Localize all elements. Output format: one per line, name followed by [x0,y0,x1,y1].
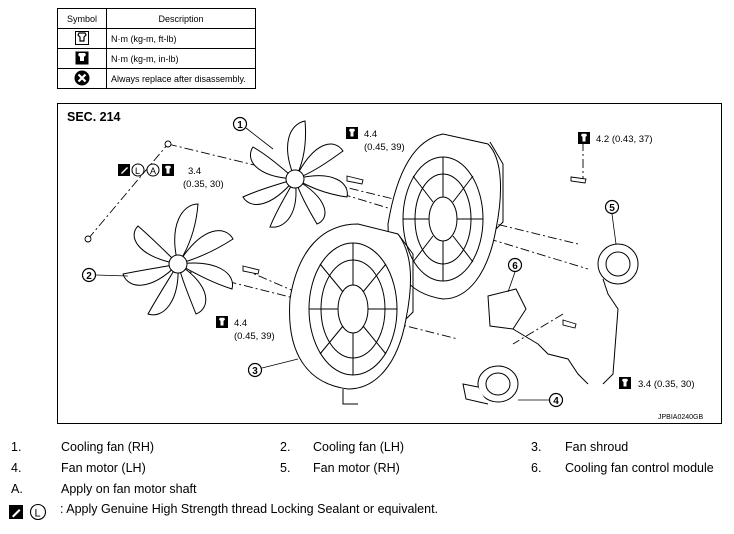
legend-num-a: A. [11,482,23,496]
image-code: JPBIA0240GB [658,414,703,421]
legend-label-3: Fan shroud [565,440,629,454]
legend-num-5: 5. [280,461,291,475]
symbol-table: Symbol Description N·m (kg-m, ft-lb) N·m… [57,8,256,89]
exploded-diagram: SEC. 214 [57,103,722,424]
callout-5: 5 [609,203,615,214]
legend-label-2: Cooling fan (LH) [313,440,405,454]
sealant-icons: L A [118,163,174,177]
sealant-note: : Apply Genuine High Strength thread Loc… [60,502,439,516]
callout-6: 6 [512,261,518,272]
legend-num-6: 6. [531,461,542,475]
mark-l: L [135,166,140,176]
sealant-note-icons: L [8,503,52,526]
torque-wrench-small-icon [57,48,107,69]
symbol-desc-1: N·m (kg-m, ft-lb) [106,28,256,49]
legend-label-a: Apply on fan motor shaft [61,482,197,496]
legend-num-4: 4. [11,461,22,475]
callout-4: 4 [553,396,559,407]
replace-x-icon [57,68,107,89]
symbol-desc-3: Always replace after disassembly. [106,68,256,89]
fan-shroud-lh [289,223,414,405]
legend-label-5: Fan motor (RH) [313,461,400,475]
cooling-fan-rh [242,120,348,228]
callout-3: 3 [252,366,258,377]
torque-units-2: (0.35, 30) [183,179,224,190]
torque-label-4: 4.4 [234,318,247,329]
torque-wrench-icon [57,28,107,49]
torque-units-1: (0.45, 39) [364,142,405,153]
symbol-desc-2: N·m (kg-m, in-lb) [106,48,256,69]
torque-units-4: (0.45, 39) [234,331,275,342]
symbol-header: Symbol [57,8,107,29]
torque-label-2: 3.4 [188,166,201,177]
description-header: Description [106,8,256,29]
callout-1: 1 [237,120,243,131]
note-mark: L [35,508,41,520]
fan-motor-lh [462,365,519,405]
fan-motor-rh [597,243,639,385]
torque-label-1: 4.4 [364,129,377,140]
legend-label-1: Cooling fan (RH) [61,440,155,454]
torque-label-5: 3.4 (0.35, 30) [638,379,695,390]
cooling-fan-lh [122,203,234,316]
control-module [487,288,589,385]
legend-num-2: 2. [280,440,291,454]
legend-label-4: Fan motor (LH) [61,461,146,475]
legend-num-1: 1. [11,440,22,454]
callout-2: 2 [86,271,92,282]
diagram-drawing: SEC. 214 [67,110,703,421]
fan-shroud-rh [387,133,504,300]
legend-label-6: Cooling fan control module [565,461,714,475]
mark-a: A [150,166,156,176]
section-label: SEC. 214 [67,110,121,124]
legend-num-3: 3. [531,440,542,454]
torque-label-3: 4.2 (0.43, 37) [596,134,653,145]
